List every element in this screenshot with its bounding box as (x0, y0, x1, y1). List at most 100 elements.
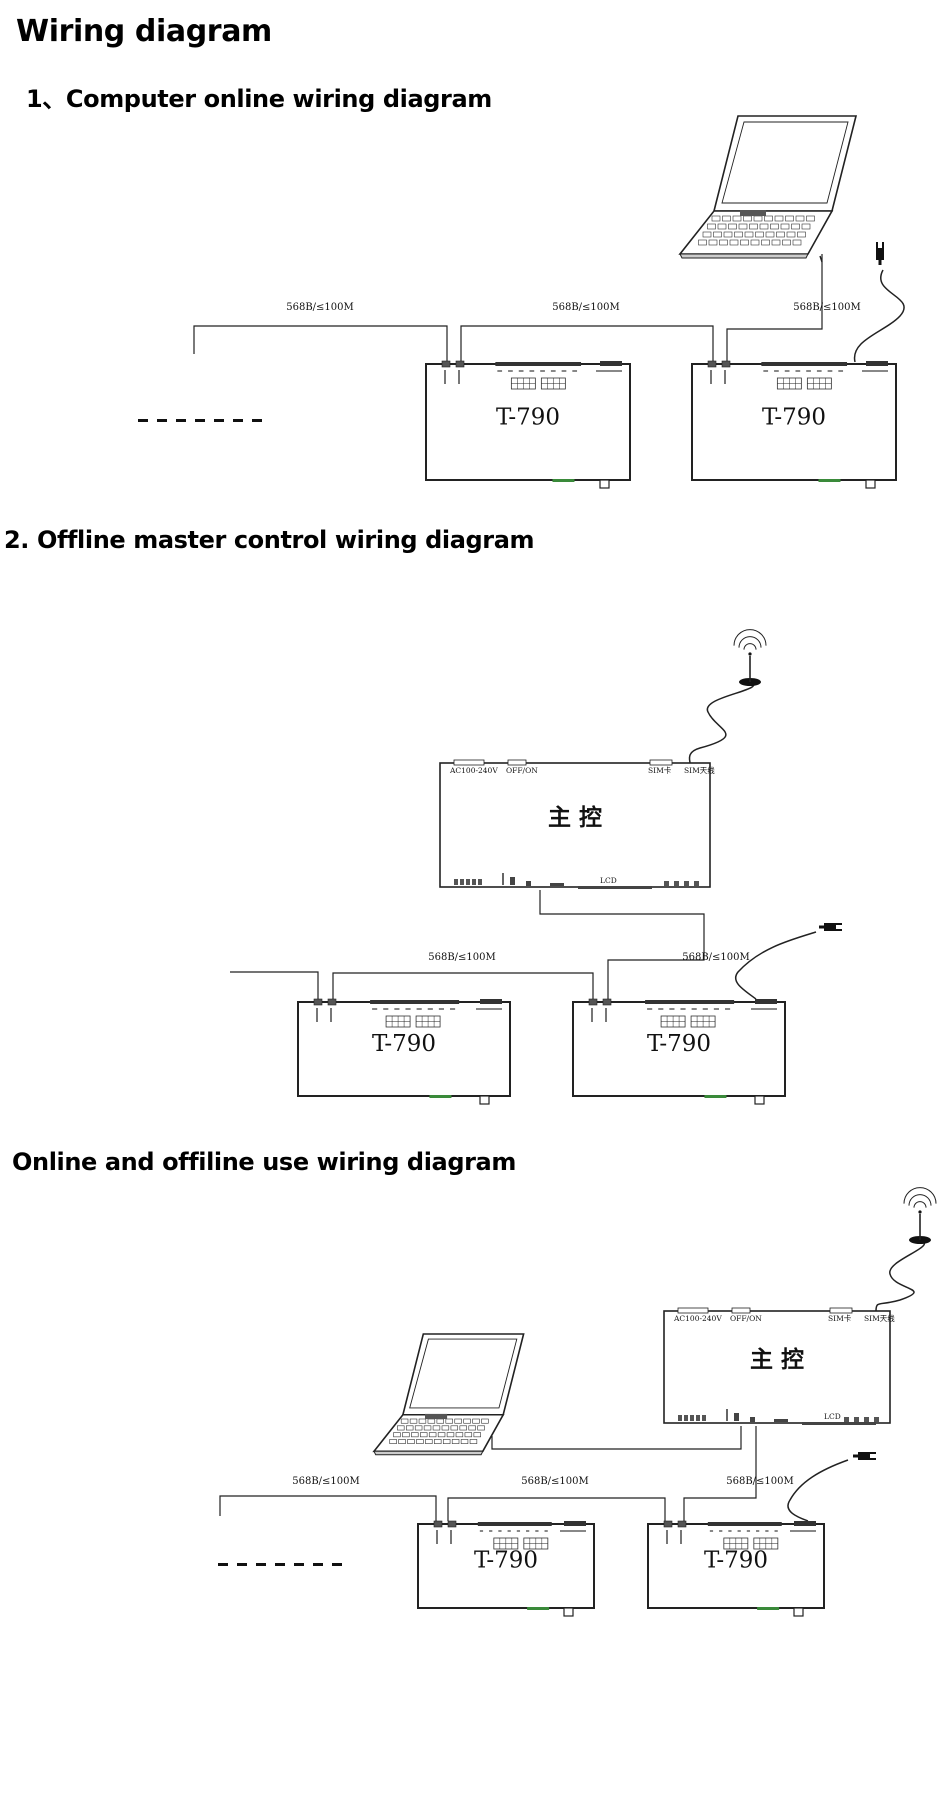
section-title-online-offline: Online and offiline use wiring diagram (12, 1148, 516, 1176)
keyboard-key-icon (397, 1425, 405, 1431)
keyboard-key-icon (698, 239, 707, 246)
antenna-icon (903, 1187, 937, 1244)
antenna-cable (875, 1239, 925, 1312)
keyboard-grill-icon (740, 210, 766, 216)
led-icon (844, 1417, 849, 1422)
antenna-wave-icon (743, 643, 757, 650)
keyboard-key-icon (764, 215, 773, 222)
keyboard-key-icon (734, 231, 743, 238)
antenna-wave-icon (733, 629, 767, 646)
keyboard-key-icon (420, 1432, 428, 1438)
keyboard-key-icon (414, 1425, 423, 1431)
antenna-wave-icon (913, 1201, 927, 1208)
keyboard-key-icon (427, 1418, 436, 1424)
keyboard-key-icon (713, 231, 722, 238)
master-control-label: 主 控 (750, 1346, 804, 1373)
keyboard-key-icon (451, 1439, 460, 1444)
power-connector-icon (794, 1521, 816, 1526)
keyboard-key-icon (411, 1432, 419, 1438)
keyboard-key-icon (723, 231, 733, 238)
ethernet-port-icon (327, 998, 337, 1006)
port-label-mark (450, 1530, 452, 1544)
keyboard-key-icon (464, 1432, 473, 1438)
keyboard-key-icon (445, 1418, 453, 1424)
port-label-mark (680, 1530, 682, 1544)
keyboard-key-icon (771, 239, 781, 246)
keyboard-key-icon (407, 1439, 415, 1444)
terminal-pin-icon (478, 879, 482, 885)
keyboard-key-icon (432, 1425, 441, 1431)
keyboard-key-icon (780, 223, 790, 230)
ethernet-port-icon (441, 360, 451, 368)
antenna-tip-icon (748, 652, 752, 656)
terminal-pin-icon (696, 1415, 700, 1421)
power-label-mark (560, 1530, 586, 1532)
terminal-label-mark (756, 1530, 760, 1532)
antenna-icon (733, 629, 767, 686)
terminal-label-mark (838, 370, 844, 372)
continuation-dash (256, 1563, 266, 1566)
keyboard-key-icon (405, 1425, 414, 1431)
terminal-strip (761, 362, 848, 366)
device-box (647, 1523, 825, 1609)
keyboard-key-icon (708, 239, 718, 246)
terminal-label-mark (784, 370, 790, 372)
power-connector-icon (480, 999, 502, 1004)
ethernet-cable (230, 971, 319, 999)
status-led-icon (552, 479, 575, 482)
bottom-port-icon (479, 1095, 490, 1105)
terminal-pin-icon (454, 879, 458, 885)
label-mark (502, 873, 504, 885)
power-label-mark (596, 370, 622, 372)
power-label-mark (790, 1530, 816, 1532)
terminal-label-mark (816, 370, 822, 372)
led-icon (684, 881, 689, 886)
keyboard-key-icon (776, 231, 785, 238)
terminal-label-mark (702, 1008, 708, 1010)
plug-prong-icon (882, 242, 884, 249)
port-label-mark (666, 1530, 668, 1544)
laptop-edge-icon (373, 1450, 484, 1456)
port-label-antenna: SIM天线 (864, 1313, 895, 1323)
terminal-label-mark (765, 1530, 769, 1532)
port-label-mark (591, 1008, 593, 1022)
terminal-label-mark (544, 1530, 548, 1532)
terminal-strip (477, 1522, 552, 1526)
ethernet-port-icon (721, 360, 731, 368)
keyboard-key-icon (774, 215, 784, 222)
ethernet-cable-master (683, 1426, 757, 1521)
terminal-label-mark (763, 370, 769, 372)
keyboard-key-icon (469, 1439, 478, 1444)
terminal-pin-icon (460, 879, 464, 885)
terminal-pin-icon (466, 879, 470, 885)
keyboard-grill-icon (425, 1413, 448, 1419)
terminal-pin-icon (472, 879, 476, 885)
port-label-ac: AC100-240V (449, 766, 498, 775)
continuation-dash (176, 419, 186, 422)
terminal-label-mark (737, 1530, 741, 1532)
terminal-label-mark (774, 1530, 778, 1532)
plug-neck-icon (853, 1454, 858, 1458)
power-cable (787, 1459, 849, 1522)
ethernet-cable (193, 325, 448, 361)
plug-body-icon (824, 923, 836, 931)
keyboard-key-icon (460, 1439, 469, 1444)
led-icon (694, 881, 699, 886)
keyboard-key-icon (732, 215, 742, 222)
power-connector-icon (600, 361, 622, 366)
terminal-label-mark (572, 370, 578, 372)
controller-t790: T-790 (647, 1520, 825, 1617)
ethernet-port-icon (602, 998, 612, 1006)
port-label-switch: OFF/ON (506, 766, 538, 775)
keyboard-key-icon (782, 239, 791, 246)
keyboard-key-icon (743, 215, 752, 222)
keyboard-key-icon (398, 1439, 406, 1444)
ethernet-port-icon (455, 360, 465, 368)
keyboard-key-icon (729, 239, 739, 246)
keyboard-key-icon (409, 1418, 418, 1424)
plug-body-icon (876, 248, 884, 260)
antenna-wave-icon (903, 1187, 937, 1204)
power-cable (735, 931, 817, 1000)
keyboard-key-icon (792, 239, 802, 246)
